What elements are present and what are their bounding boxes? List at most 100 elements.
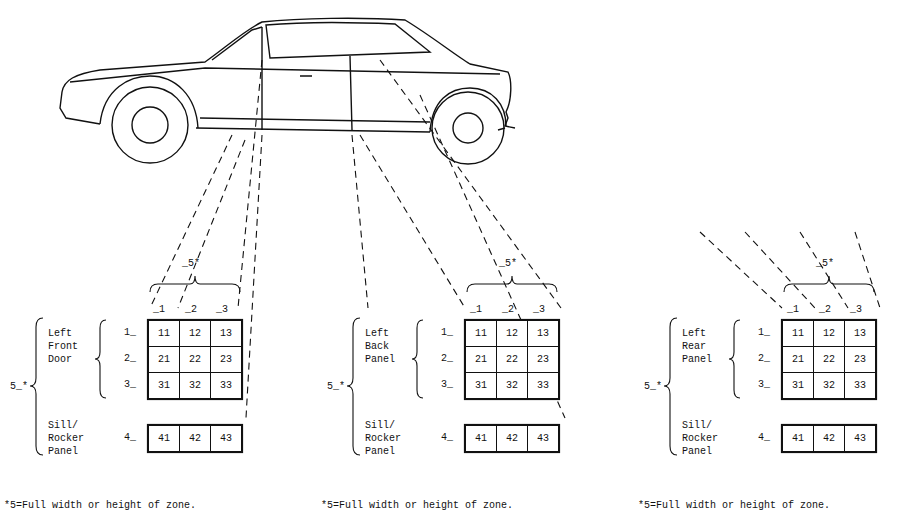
zone-number: 12 bbox=[506, 328, 518, 339]
zone-cell: 12 bbox=[179, 320, 211, 347]
car-body bbox=[60, 18, 515, 132]
zone-cell: 33 bbox=[527, 372, 559, 399]
zone-number: 12 bbox=[823, 328, 835, 339]
grid-frame bbox=[148, 425, 242, 452]
zone-number: 41 bbox=[792, 433, 804, 444]
zone-number: 42 bbox=[189, 433, 201, 444]
column-label: _1 bbox=[787, 304, 799, 316]
zone-cell: 12 bbox=[813, 320, 845, 347]
row-label: 4_ bbox=[441, 432, 453, 444]
zone-number: 32 bbox=[823, 380, 835, 391]
grid-frame bbox=[782, 320, 876, 399]
column-label: _1 bbox=[470, 304, 482, 316]
grid-frame bbox=[465, 320, 559, 399]
zone-number: 31 bbox=[792, 380, 804, 391]
row-label: 4_ bbox=[124, 432, 136, 444]
belt-line bbox=[70, 68, 500, 82]
grid-frame bbox=[148, 320, 242, 399]
height-brace bbox=[347, 318, 360, 455]
zone-number: 33 bbox=[537, 380, 549, 391]
zone-cell: 11 bbox=[148, 320, 180, 347]
zone-number: 43 bbox=[537, 433, 549, 444]
zone-cell: 43 bbox=[527, 425, 559, 452]
column-label: _2 bbox=[502, 304, 514, 316]
row-brace bbox=[729, 320, 740, 398]
rocker-line bbox=[200, 118, 430, 122]
row-brace bbox=[412, 320, 423, 398]
zone-number: 22 bbox=[506, 354, 518, 365]
zone-cell: 42 bbox=[813, 425, 845, 452]
zone-cell: 41 bbox=[782, 425, 814, 452]
column-span-label: _5* bbox=[182, 258, 200, 270]
column-label: _2 bbox=[819, 304, 831, 316]
zone-number: 23 bbox=[537, 354, 549, 365]
zone-number: 11 bbox=[792, 328, 804, 339]
grid-frame bbox=[782, 425, 876, 452]
column-label: _3 bbox=[216, 304, 228, 316]
zone-cell: 23 bbox=[844, 346, 876, 373]
zone-number: 13 bbox=[537, 328, 549, 339]
row-label: 3_ bbox=[758, 379, 770, 391]
zone-cell: 33 bbox=[844, 372, 876, 399]
leader-lines bbox=[150, 60, 880, 418]
front-hub bbox=[132, 107, 168, 143]
footnote: *5=Full width or height of zone. bbox=[321, 500, 513, 512]
zone-number: 42 bbox=[823, 433, 835, 444]
zone-number: 23 bbox=[220, 354, 232, 365]
zone-cell: 42 bbox=[496, 425, 528, 452]
zone-cell: 23 bbox=[527, 346, 559, 373]
zone-cell: 32 bbox=[496, 372, 528, 399]
zone-number: 12 bbox=[189, 328, 201, 339]
zone-cell: 41 bbox=[148, 425, 180, 452]
zone-number: 32 bbox=[506, 380, 518, 391]
zone-cell: 21 bbox=[465, 346, 497, 373]
column-label: _3 bbox=[850, 304, 862, 316]
zone-cell: 31 bbox=[782, 372, 814, 399]
column-brace bbox=[784, 276, 874, 292]
zone-number: 21 bbox=[792, 354, 804, 365]
zone-number: 22 bbox=[823, 354, 835, 365]
part-name: Left Back Panel bbox=[365, 327, 411, 366]
row-label: 3_ bbox=[441, 379, 453, 391]
zone-cell: 43 bbox=[210, 425, 242, 452]
zone-cell: 32 bbox=[813, 372, 845, 399]
zone-cell: 42 bbox=[179, 425, 211, 452]
row-span-label: 5_* bbox=[644, 381, 662, 393]
zone-cell: 33 bbox=[210, 372, 242, 399]
zone-number: 11 bbox=[475, 328, 487, 339]
zone-number: 22 bbox=[189, 354, 201, 365]
windshield bbox=[212, 27, 262, 60]
row-label: 2_ bbox=[124, 353, 136, 365]
part-name: Left Front Door bbox=[48, 327, 94, 366]
rear-wheel bbox=[432, 92, 504, 164]
part-name: Sill/ Rocker Panel bbox=[365, 419, 411, 458]
column-brace bbox=[467, 276, 557, 292]
zone-cell: 23 bbox=[210, 346, 242, 373]
zone-cell: 22 bbox=[813, 346, 845, 373]
column-span-label: _5* bbox=[816, 258, 834, 270]
row-label: 2_ bbox=[758, 353, 770, 365]
zone-cell: 22 bbox=[496, 346, 528, 373]
zone-number: 13 bbox=[854, 328, 866, 339]
part-name: Left Rear Panel bbox=[682, 327, 728, 366]
row-label: 3_ bbox=[124, 379, 136, 391]
zone-number: 21 bbox=[475, 354, 487, 365]
zone-number: 33 bbox=[854, 380, 866, 391]
row-span-label: 5_* bbox=[10, 381, 28, 393]
height-brace bbox=[664, 318, 677, 455]
zone-cell: 12 bbox=[496, 320, 528, 347]
zone-cell: 43 bbox=[844, 425, 876, 452]
zone-number: 31 bbox=[475, 380, 487, 391]
zone-number: 43 bbox=[220, 433, 232, 444]
row-label: 1_ bbox=[124, 327, 136, 339]
row-label: 1_ bbox=[441, 327, 453, 339]
zone-number: 23 bbox=[854, 354, 866, 365]
zone-cell: 13 bbox=[844, 320, 876, 347]
side-window bbox=[262, 23, 430, 58]
zone-cell: 11 bbox=[782, 320, 814, 347]
row-span-label: 5_* bbox=[327, 381, 345, 393]
height-brace bbox=[30, 318, 43, 455]
zone-cell: 13 bbox=[210, 320, 242, 347]
zone-number: 42 bbox=[506, 433, 518, 444]
row-label: 1_ bbox=[758, 327, 770, 339]
